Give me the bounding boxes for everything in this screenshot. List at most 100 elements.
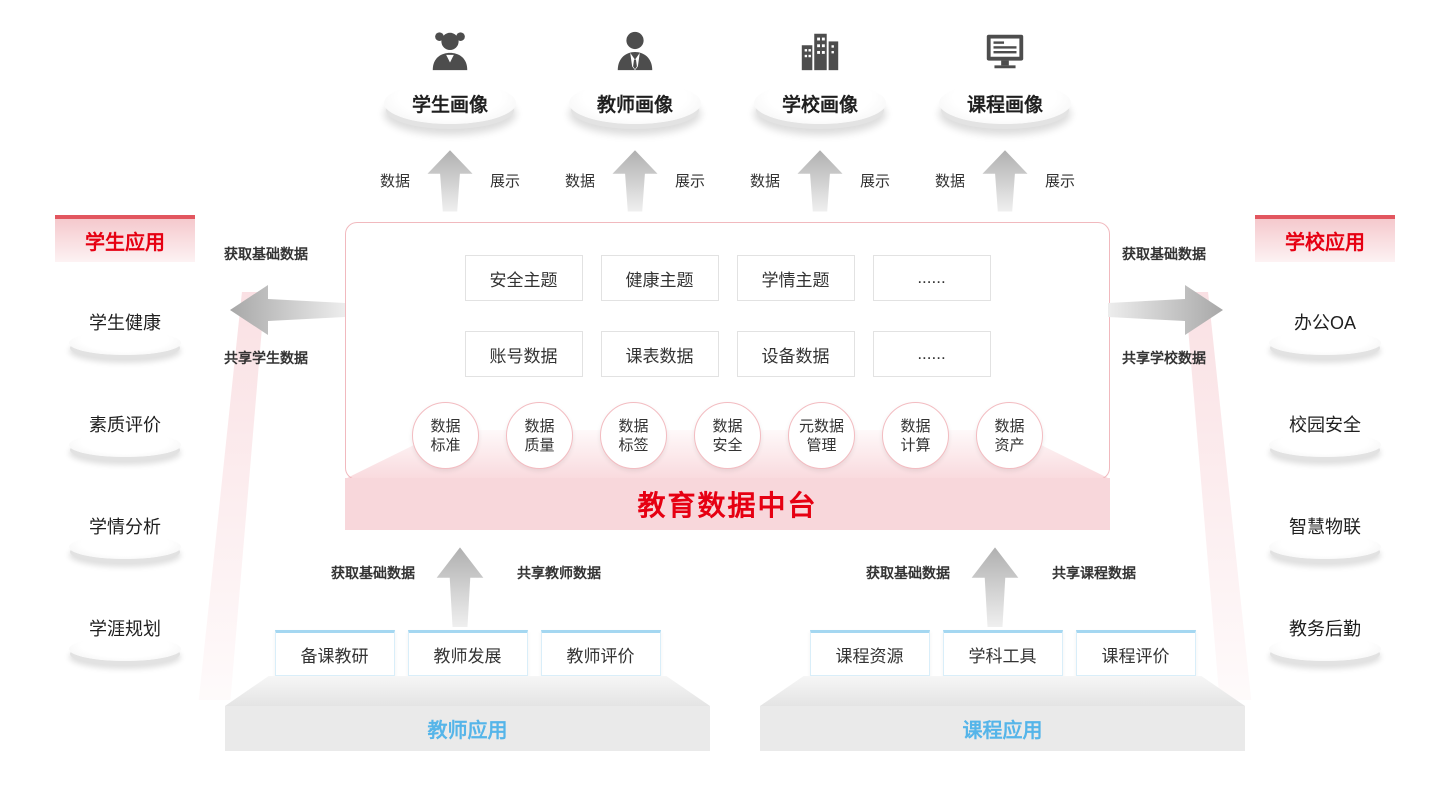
flow-data-label: 数据: [749, 172, 780, 190]
portrait-teacher: 教师画像: [565, 22, 705, 124]
flow-data-label: 数据: [379, 172, 410, 190]
course-arrow-left-label: 获取基础数据: [866, 565, 950, 581]
course-app-boxes: 课程资源 学科工具 课程评价: [760, 630, 1245, 676]
teacher-arrow-left-label: 获取基础数据: [331, 565, 415, 581]
teacher-apps-band: 教师应用: [225, 706, 710, 751]
student-apps-items: 学生健康 素质评价 学情分析 学涯规划: [69, 309, 181, 661]
portrait-disc: 教师画像: [569, 82, 701, 124]
data-source-box: 设备数据: [736, 331, 855, 377]
teacher-apps-section: 获取基础数据 共享教师数据 备课教研 教师发展 教师评价 教师应用: [225, 545, 710, 755]
theme-box: 安全主题: [464, 255, 583, 301]
student-person-icon: [427, 22, 473, 74]
app-box: 课程资源: [809, 630, 930, 676]
list-item: 学情分析: [69, 513, 181, 559]
list-item: 素质评价: [69, 411, 181, 457]
item-disc: [1269, 535, 1381, 559]
app-box: 学科工具: [942, 630, 1063, 676]
portrait-disc: 学生画像: [384, 82, 516, 124]
arrow-left-icon: [228, 282, 345, 343]
data-platform-container: 安全主题 健康主题 学情主题 ...... 账号数据 课表数据 设备数据 ...…: [345, 222, 1110, 480]
flow-display-label: 展示: [490, 172, 521, 190]
list-item: 校园安全: [1269, 411, 1381, 457]
course-apps-title: 课程应用: [962, 720, 1043, 742]
data-source-box: 课表数据: [600, 331, 719, 377]
platform-pedestal: [760, 676, 1245, 706]
flow-school-portrait: 数据 展示: [725, 146, 915, 214]
item-disc: [1269, 433, 1381, 457]
school-apps-panel: 学校应用 办公OA 校园安全 智慧物联 教务后勤: [1255, 215, 1395, 661]
item-disc: [69, 433, 181, 457]
data-source-box-more: ......: [872, 331, 991, 377]
right-arrow-top-label: 获取基础数据: [1122, 246, 1206, 262]
capability-circle: 数据安全: [694, 402, 761, 469]
teacher-person-icon: [612, 22, 658, 74]
list-item: 智慧物联: [1269, 513, 1381, 559]
flow-student-portrait: 数据 展示: [355, 146, 545, 214]
teacher-apps-title: 教师应用: [427, 720, 508, 742]
teacher-arrow-right-label: 共享教师数据: [517, 565, 601, 581]
app-box: 教师评价: [540, 630, 661, 676]
list-item: 教务后勤: [1269, 615, 1381, 661]
data-source-row: 账号数据 课表数据 设备数据 ......: [346, 331, 1109, 377]
portrait-school: 学校画像: [750, 22, 890, 124]
arrow-up-icon: [797, 150, 843, 212]
flow-display-label: 展示: [1045, 172, 1076, 190]
capability-circle: 数据资产: [976, 402, 1043, 469]
arrow-up-icon: [432, 545, 488, 632]
item-disc: [69, 535, 181, 559]
theme-box-more: ......: [872, 255, 991, 301]
arrow-up-icon: [967, 545, 1023, 632]
capability-circle: 数据计算: [882, 402, 949, 469]
theme-box: 健康主题: [600, 255, 719, 301]
flow-teacher-portrait: 数据 展示: [540, 146, 730, 214]
portrait-label: 课程画像: [966, 94, 1043, 116]
app-box: 教师发展: [407, 630, 528, 676]
capability-circle-row: 数据标准 数据质量 数据标签 数据安全 元数据管理 数据计算 数据资产: [346, 402, 1109, 469]
item-disc: [1269, 331, 1381, 355]
portrait-course: 课程画像: [935, 22, 1075, 124]
platform-title-banner: 教育数据中台: [345, 478, 1110, 530]
item-disc: [1269, 637, 1381, 661]
portrait-label: 学校画像: [781, 94, 858, 116]
capability-circle: 数据质量: [506, 402, 573, 469]
left-arrow-bottom-label: 共享学生数据: [224, 350, 308, 366]
arrow-up-icon: [612, 150, 658, 212]
flow-display-label: 展示: [675, 172, 706, 190]
school-apps-items: 办公OA 校园安全 智慧物联 教务后勤: [1269, 309, 1381, 661]
data-source-box: 账号数据: [464, 331, 583, 377]
capability-circle: 数据标签: [600, 402, 667, 469]
right-arrow-bottom-label: 共享学校数据: [1122, 350, 1206, 366]
capability-circle: 元数据管理: [788, 402, 855, 469]
arrow-up-icon: [427, 150, 473, 212]
capability-circle: 数据标准: [412, 402, 479, 469]
course-monitor-icon: [982, 22, 1028, 74]
school-buildings-icon: [797, 22, 843, 74]
portrait-label: 学生画像: [411, 94, 488, 116]
item-disc: [69, 331, 181, 355]
school-apps-title: 学校应用: [1255, 215, 1395, 262]
portrait-disc: 学校画像: [754, 82, 886, 124]
student-apps-panel: 学生应用 学生健康 素质评价 学情分析 学涯规划: [55, 215, 195, 661]
arrow-up-icon: [982, 150, 1028, 212]
portrait-student: 学生画像: [380, 22, 520, 124]
list-item: 学生健康: [69, 309, 181, 355]
app-box: 备课教研: [274, 630, 395, 676]
app-box: 课程评价: [1075, 630, 1196, 676]
arrow-right-icon: [1108, 282, 1225, 343]
teacher-app-boxes: 备课教研 教师发展 教师评价: [225, 630, 710, 676]
platform-pedestal: [225, 676, 710, 706]
left-arrow-top-label: 获取基础数据: [224, 246, 308, 262]
portrait-label: 教师画像: [596, 94, 673, 116]
theme-box-row: 安全主题 健康主题 学情主题 ......: [346, 255, 1109, 301]
platform-title: 教育数据中台: [637, 490, 818, 521]
student-apps-title: 学生应用: [55, 215, 195, 262]
list-item: 学涯规划: [69, 615, 181, 661]
theme-box: 学情主题: [736, 255, 855, 301]
course-apps-section: 获取基础数据 共享课程数据 课程资源 学科工具 课程评价 课程应用: [760, 545, 1245, 755]
item-disc: [69, 637, 181, 661]
flow-display-label: 展示: [860, 172, 891, 190]
list-item: 办公OA: [1269, 309, 1381, 355]
flow-data-label: 数据: [564, 172, 595, 190]
portrait-disc: 课程画像: [939, 82, 1071, 124]
